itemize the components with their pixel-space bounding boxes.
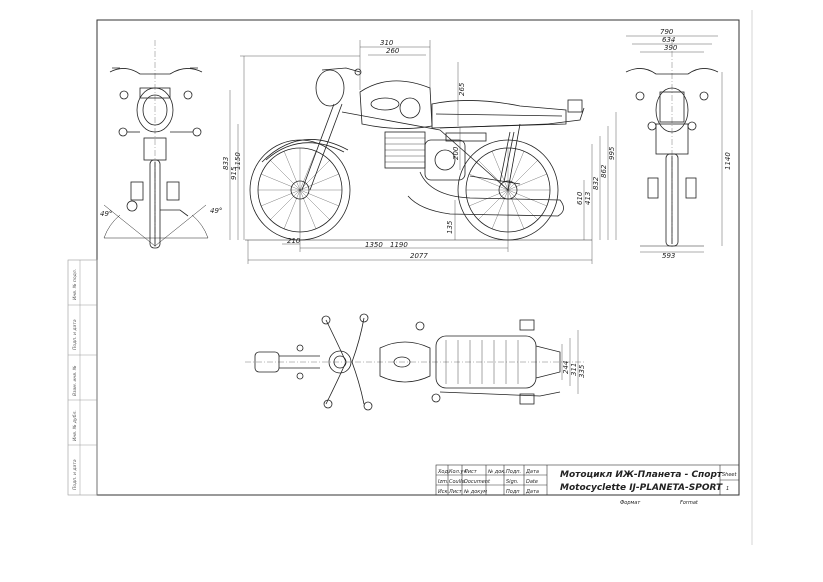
dim-200: 200 <box>452 146 460 160</box>
dim-265: 265 <box>458 82 466 96</box>
front-angle-right: 49° <box>210 207 222 215</box>
tb-h1-5: Подп. <box>506 469 521 475</box>
left-margin-stamp: Инв. № подл. Подп. и дата Взам. инв. № И… <box>67 259 98 496</box>
dim-915: 915 <box>230 166 238 180</box>
tb-h1-2: Кол.уч <box>449 469 466 475</box>
margin-label-3: Взам. инв. № <box>72 365 78 396</box>
tb-h3-5: Дата <box>525 489 539 495</box>
dim-1350: 1350 <box>365 241 383 249</box>
dim-244: 244 <box>562 361 570 374</box>
top-view <box>245 313 585 411</box>
dim-135: 135 <box>446 220 454 234</box>
margin-label-5: Подп. и дата <box>72 459 78 490</box>
format-ru: Формат <box>620 500 641 506</box>
side-dimension-lines <box>229 40 617 264</box>
dim-260: 260 <box>386 47 400 55</box>
tb-h3-4: Подп <box>506 489 520 495</box>
dim-790: 790 <box>660 28 674 36</box>
side-view <box>245 67 592 241</box>
margin-label-2: Подп. и дата <box>72 319 78 350</box>
dim-995: 995 <box>608 146 616 160</box>
dim-311: 311 <box>570 363 578 376</box>
dim-1190: 1190 <box>390 241 408 249</box>
tb-h3-2: Лист <box>448 489 463 495</box>
dim-413: 413 <box>584 192 592 205</box>
dim-610: 610 <box>576 191 584 205</box>
title-en: Motocyclette IJ-PLANETA-SPORT <box>560 483 723 493</box>
tb-h1-6: Дата <box>525 469 539 475</box>
dim-593: 593 <box>662 252 675 260</box>
dim-210: 210 <box>287 237 301 245</box>
front-angle-left: 49° <box>100 210 112 218</box>
tb-h3-1: Иск. <box>438 489 449 495</box>
dim-2077: 2077 <box>410 252 428 260</box>
title-block <box>435 464 740 496</box>
tb-h3-3: № докум <box>463 489 487 495</box>
tb-h2-1: Izm. <box>438 479 449 485</box>
dim-833: 833 <box>222 157 230 170</box>
tb-h2-5: Date <box>526 479 538 485</box>
tb-h1-3: Лист <box>463 469 478 475</box>
front-view <box>103 40 209 249</box>
dim-1150: 1150 <box>234 152 242 170</box>
dim-335: 335 <box>578 364 586 378</box>
title-ru: Мотоцикл ИЖ-Планета - Спорт <box>560 470 723 480</box>
dim-862: 862 <box>600 164 608 178</box>
tb-h2-4: Sign. <box>506 479 519 485</box>
tb-h2-2: Coulle <box>449 479 465 485</box>
dim-1140: 1140 <box>724 152 732 170</box>
rear-dimension-lines <box>626 35 723 253</box>
sheet-label: Sheet <box>722 472 737 478</box>
margin-label-4: Инв. № дубл. <box>72 410 78 441</box>
sheet-border <box>96 19 740 496</box>
tb-h1-4: № док. <box>487 469 506 475</box>
rear-view <box>625 40 719 248</box>
dim-634: 634 <box>662 36 675 44</box>
top-dimension-lines <box>561 330 579 394</box>
tb-h2-3: Document <box>464 479 491 485</box>
tb-h1-1: Ход. <box>437 469 450 475</box>
format-en: Format <box>680 500 699 506</box>
sheet-number: 1 <box>726 486 729 492</box>
dim-832: 832 <box>592 176 600 190</box>
dim-390: 390 <box>664 44 678 52</box>
dim-310: 310 <box>380 39 394 47</box>
margin-label-1: Инв. № подл. <box>72 269 78 300</box>
